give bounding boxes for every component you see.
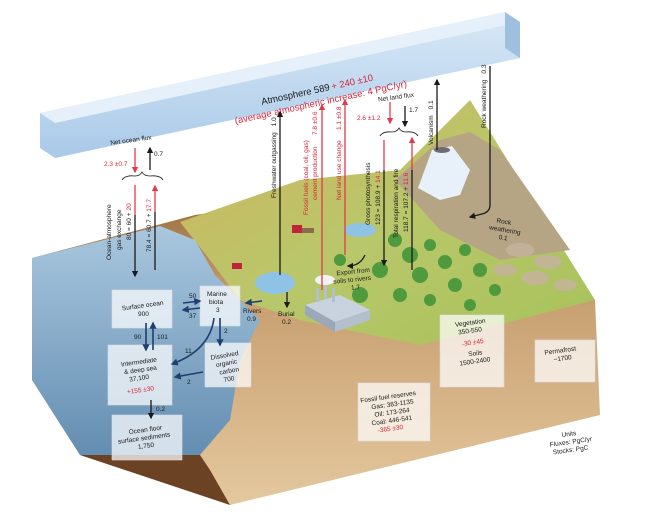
power-plant: [305, 275, 370, 332]
fossil-reserves-box: [357, 382, 431, 442]
soils-value: 1500-2400: [459, 356, 491, 367]
rivers-value: 0.9: [247, 316, 256, 323]
doc-label-2: organic: [215, 358, 238, 369]
respiration-value: 118.7 = 107.2 +11.6: [403, 172, 410, 232]
vegetation-label: Vegetation: [455, 318, 487, 329]
fossil-reserves-change: -365 ±30: [377, 424, 404, 435]
permafrost-box: [534, 339, 596, 383]
truck: [292, 225, 314, 233]
net-land-flux-red: 2.6 ±1.2: [357, 115, 381, 122]
river: [344, 223, 376, 237]
net-ocean-flux-red: 2.3 ±0.7: [104, 161, 128, 168]
flux-deep-to-surface: 101: [157, 334, 168, 341]
flux-doc-to-deep: 2: [187, 379, 191, 386]
gpp-value: 123 = 108.9 +14.1: [375, 170, 382, 225]
atmosphere-slab-top: [40, 12, 520, 123]
rivers-arrow: [244, 298, 263, 306]
freshwater-outgassing-label: Freshwater outgassing1.0: [271, 117, 278, 198]
soils-label: Soils: [468, 349, 484, 358]
marine-biota-label-1: Marine: [207, 291, 227, 298]
permafrost-value: ~1700: [553, 354, 572, 364]
vegetation-change: -30 ±45: [461, 338, 484, 348]
permafrost-surface: [493, 243, 577, 291]
deep-sea-box: [107, 344, 173, 406]
gpp-label: Gross photosynthesis: [365, 162, 372, 225]
sediments-value: 1,750: [137, 442, 154, 451]
atmosphere-slab: [40, 12, 520, 158]
burial-label: Burial: [278, 311, 295, 318]
flux-surface-to-biota: 50: [189, 293, 197, 300]
flux-biota-to-surface-arrow: [181, 305, 201, 313]
rock-weathering-2-line1: Rock: [496, 217, 513, 227]
vegetation-soils-box: [439, 314, 505, 388]
marine-biota-label-2: biota: [209, 299, 223, 306]
marine-biota-value: 3: [216, 307, 220, 314]
stock-boxes: [107, 285, 596, 461]
fossil-reserves-oil: Oil: 173-264: [374, 407, 410, 419]
land-brace: [379, 127, 419, 137]
flux-biota-to-surface: 37: [189, 313, 197, 320]
atmosphere-slab-side: [505, 12, 520, 58]
rock-weathering-2-value: 0.1: [498, 234, 508, 243]
ocean-floor: [80, 455, 230, 505]
lake: [255, 272, 295, 294]
units-stocks: Stocks: PgC: [552, 444, 589, 456]
flux-surface-to-biota-arrow: [182, 298, 202, 306]
forest: [334, 233, 501, 311]
doc-label-3: carbon: [219, 366, 240, 376]
fossil-fuel-value: 7.8 ±0.6: [312, 111, 319, 135]
doc-label-1: Dissolved: [210, 350, 239, 362]
deep-sea-change: +155 ±30: [127, 385, 155, 396]
tractor: [232, 263, 242, 269]
flux-biota-to-deep: 11: [185, 348, 192, 355]
burial-value: 0.2: [282, 319, 291, 326]
ocean-exchange-label-1: Ocean-atmosphere: [106, 204, 113, 260]
fossil-fuel-label-1: Fossil fuels (coal, oil, gas): [303, 140, 310, 215]
rock-weathering-label: Rock weathering0.3: [481, 64, 488, 128]
export-soils-arrow: [346, 254, 366, 270]
volcano-crater: [434, 147, 450, 153]
ocean-down-flux-value: 80 = 60 +20: [126, 203, 133, 240]
surface-ocean-box: [111, 289, 173, 329]
ocean-brace: [121, 171, 164, 181]
volcano: [418, 146, 470, 200]
volcanism-label: Volcanism0.1: [428, 100, 435, 145]
net-land-flux-black: 1.7: [409, 107, 418, 114]
permafrost-label: Permafrost: [544, 345, 577, 356]
land-use-change-value: 1.1 ±0.8: [336, 106, 343, 130]
flux-surface-to-deep: 90: [134, 334, 142, 341]
flux-biota-to-deep-arrow: [170, 317, 215, 366]
doc-value: 700: [223, 375, 235, 384]
ocean-exchange-label-2: gas exchange: [116, 209, 123, 250]
doc-box: [204, 342, 252, 388]
flux-deep-to-sediments: 0.2: [156, 406, 165, 413]
sediments-box: [111, 414, 183, 461]
export-value: 1.7: [351, 284, 361, 292]
land-use-change-label: Net land use change: [336, 140, 343, 200]
fossil-fuel-label-2: cement production: [312, 146, 319, 200]
export-label-1: Export from: [336, 267, 370, 277]
deep-sea-label-2: & deep sea: [124, 365, 158, 377]
flux-doc-to-deep-arrow: [173, 371, 204, 380]
deep-sea-value: 37,100: [129, 374, 150, 384]
export-label-2: soils to rivers: [333, 275, 372, 286]
units-title: Units: [561, 430, 577, 439]
respiration-label: Total respiration and fire: [393, 168, 400, 238]
rivers-label: Rivers: [243, 308, 262, 315]
atmosphere-slab-front: [40, 12, 520, 158]
surface-ocean-value: 900: [138, 311, 149, 318]
ocean-up-flux-value: 78.4 = 60.7 +17.7: [146, 199, 153, 252]
vegetation-value: 350-550: [458, 326, 483, 336]
net-ocean-flux-black: 0.7: [154, 151, 163, 158]
rock-weathering-arrow: [468, 66, 491, 219]
sediments-label-1: Ocean floor: [128, 424, 163, 436]
flux-biota-to-doc: 2: [224, 328, 228, 335]
